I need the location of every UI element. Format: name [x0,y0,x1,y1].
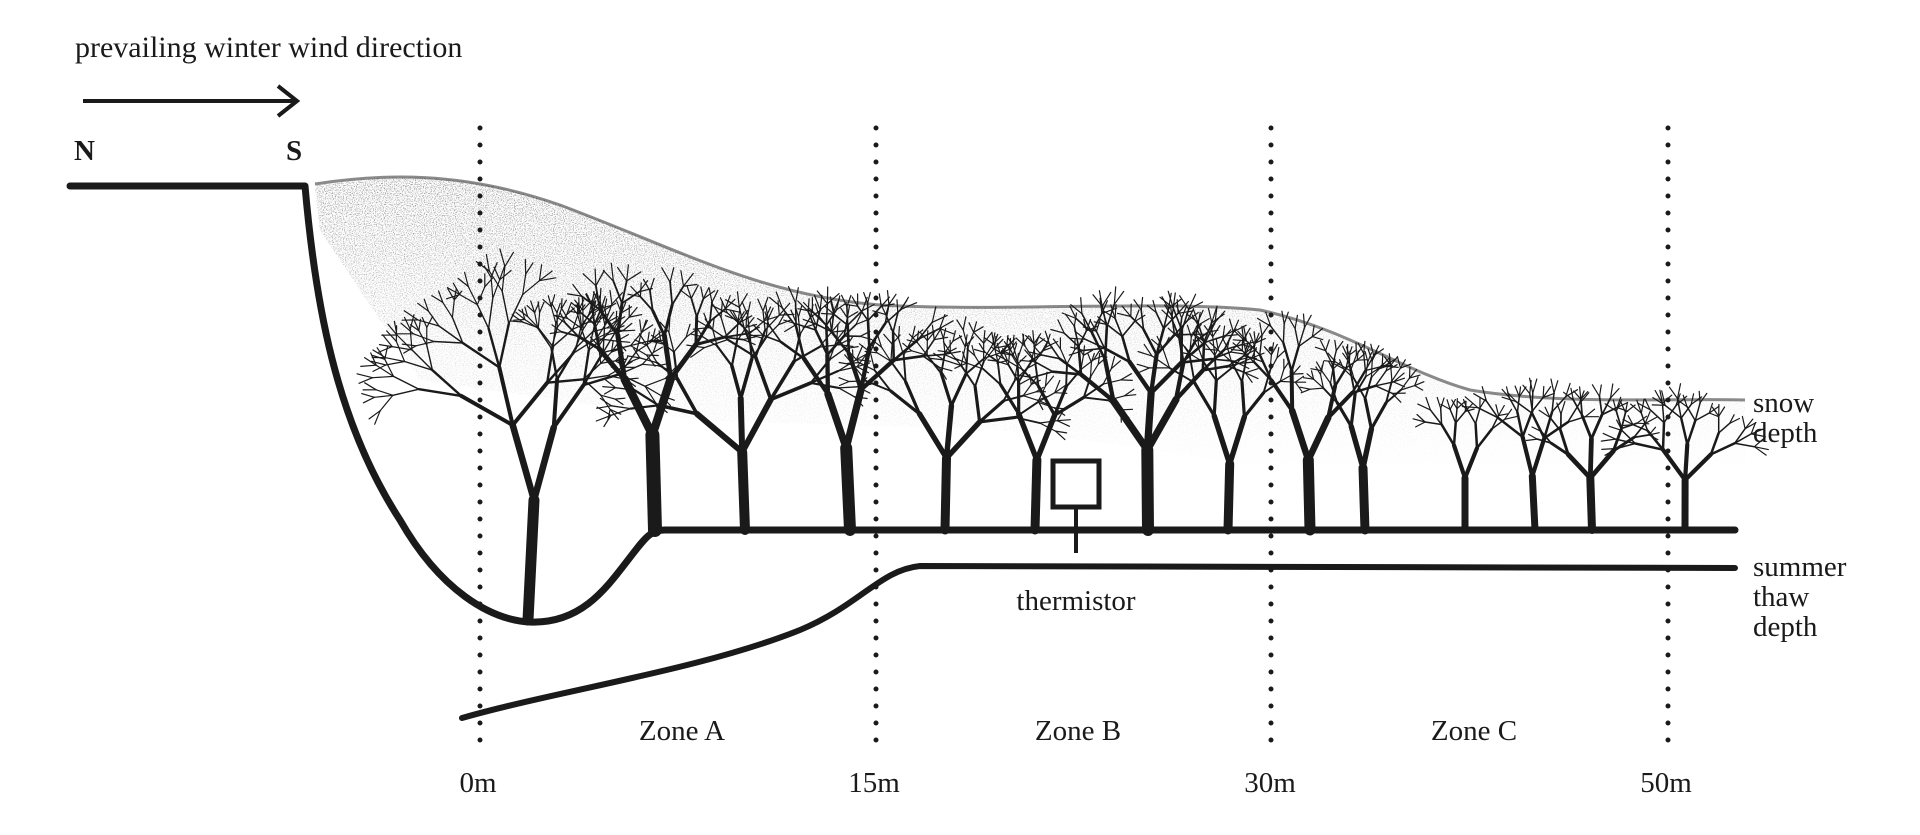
south-label: S [286,135,302,167]
north-label: N [74,135,95,167]
wind-direction-label: prevailing winter wind direction [75,31,462,64]
thaw-depth-line2: thaw [1753,581,1809,613]
thermistor-icon [1053,461,1099,553]
snow-depth-line1: snow [1753,387,1814,419]
thaw-depth-line3: depth [1753,611,1818,643]
zone-b-label: Zone B [1035,715,1121,747]
tick-label-0m: 0m [459,767,497,799]
tick-label-50m: 50m [1640,767,1692,799]
snow-depth-line2: depth [1753,417,1818,449]
wind-arrow-icon [83,86,297,116]
thaw-depth-label: summer thaw depth [1753,551,1847,643]
zone-c-label: Zone C [1431,715,1517,747]
tick-label-30m: 30m [1244,767,1296,799]
thaw-depth-line1: summer [1753,551,1847,583]
snow-layer [315,177,1745,470]
thermistor-label: thermistor [1016,585,1136,617]
snow-depth-label: snow depth [1753,387,1818,449]
zone-a-label: Zone A [639,715,725,747]
tick-label-15m: 15m [848,767,900,799]
